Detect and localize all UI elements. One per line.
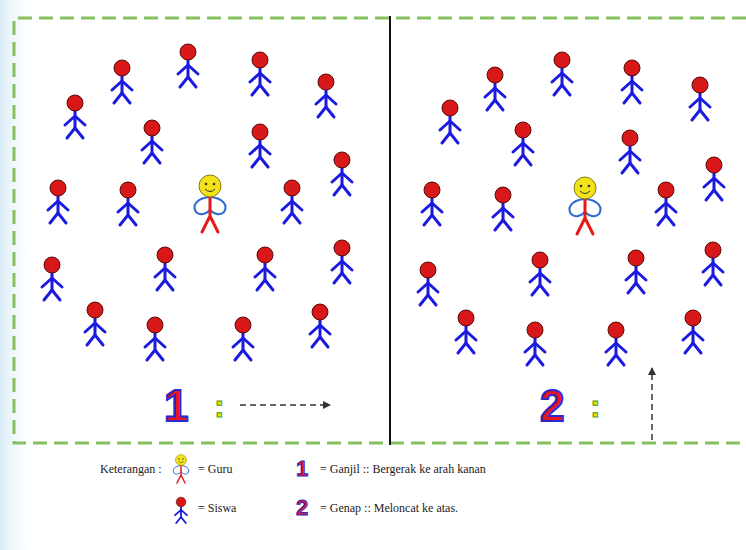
students-right	[418, 52, 724, 365]
legend-text: = Genap :: Meloncat ke atas.	[320, 501, 458, 515]
teacher-figure	[570, 177, 601, 234]
dashed-field-border	[14, 18, 746, 443]
field-panel: 2:	[390, 18, 746, 443]
field-panel: 1:	[14, 18, 390, 443]
legend-number: 2	[296, 497, 308, 519]
field-colon: :	[214, 390, 225, 422]
field-number: 2	[540, 384, 564, 428]
legend-teacher-icon	[173, 455, 188, 484]
jump-up-arrow	[651, 368, 653, 440]
divider-line	[389, 16, 391, 445]
move-right-arrow	[240, 404, 330, 406]
legend-number: 1	[296, 458, 308, 480]
legend-text: = Siswa	[198, 501, 236, 515]
teacher-figure	[195, 175, 226, 232]
students-left	[42, 44, 352, 360]
legend-text: = Ganjil :: Bergerak ke arah kanan	[320, 462, 486, 476]
field-colon: :	[590, 390, 601, 422]
legend-student-icon	[175, 497, 187, 523]
legend-heading: Keterangan :	[100, 462, 162, 476]
field-number: 1	[164, 384, 188, 428]
legend-text: = Guru	[198, 462, 232, 476]
